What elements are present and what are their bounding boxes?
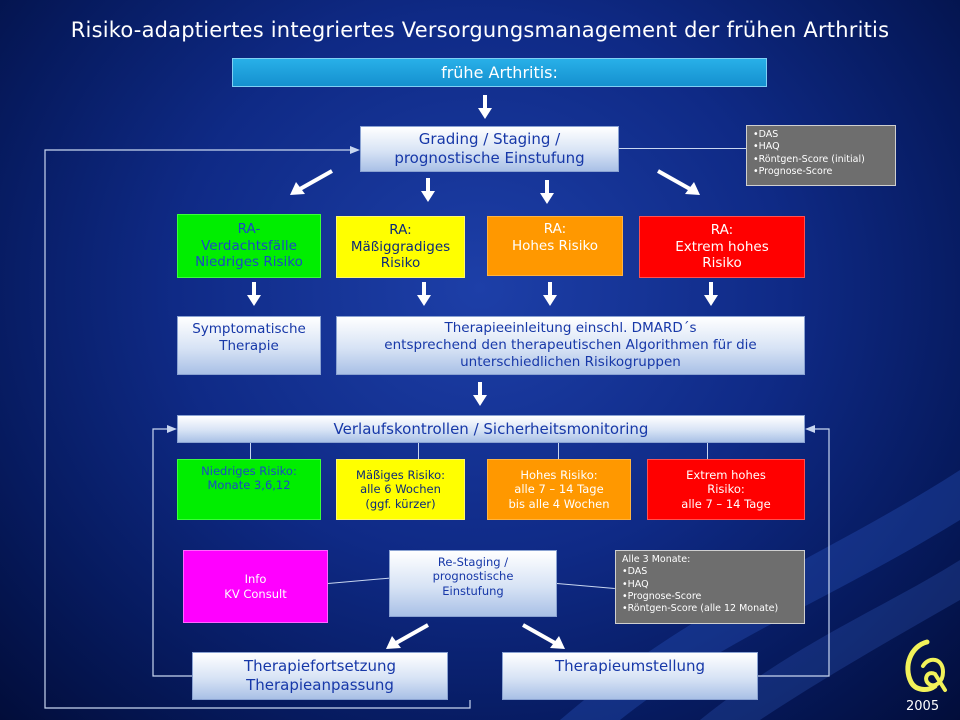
- risk-box-high: RA: Hohes Risiko: [487, 216, 623, 276]
- grading-box: Grading / Staging / prognostische Einstu…: [360, 126, 619, 172]
- risk-extreme-line-1: RA:: [710, 221, 734, 238]
- arrow-low-to-symptomatic: [247, 282, 261, 306]
- interval-moderate-line-2: alle 6 Wochen: [360, 482, 441, 497]
- restaging-line-3: Einstufung: [442, 583, 504, 598]
- risk-low-line-1: RA-: [237, 220, 261, 237]
- restaging-info-xray: •Röntgen-Score (alle 12 Monate): [622, 603, 779, 615]
- arrow-to-monitoring: [473, 382, 487, 406]
- grading-info-haq: •HAQ: [753, 141, 780, 153]
- monitoring-bar: Verlaufskontrollen / Sicherheitsmonitori…: [177, 415, 805, 443]
- grading-line-2: prognostische Einstufung: [394, 149, 585, 167]
- risk-high-line-2: Hohes Risiko: [511, 237, 599, 254]
- therapy-continuation-box: Therapiefortsetzung Therapieanpassung: [192, 652, 448, 700]
- symptomatic-line-2: Therapie: [219, 337, 279, 354]
- interval-high-line-1: Hohes Risiko:: [520, 467, 598, 482]
- cq-logo: [905, 639, 947, 692]
- grading-line-1: Grading / Staging /: [418, 130, 561, 149]
- interval-box-extreme: Extrem hohes Risiko: alle 7 – 14 Tage: [647, 459, 805, 520]
- symptomatic-therapy-box: Symptomatische Therapie: [177, 316, 321, 375]
- interval-moderate-line-3: (ggf. kürzer): [365, 496, 436, 511]
- monitoring-label: Verlaufskontrollen / Sicherheitsmonitori…: [333, 419, 649, 438]
- therapy-initiation-box: Therapieeinleitung einschl. DMARD´s ents…: [336, 316, 805, 375]
- arrow-extreme-to-therapy: [704, 282, 718, 306]
- therapy-init-line-2: entsprechend den therapeutischen Algorit…: [384, 337, 757, 354]
- restaging-line-1: Re-Staging /: [437, 555, 509, 569]
- interval-high-line-3: bis alle 4 Wochen: [508, 496, 610, 511]
- year-label: 2005: [906, 699, 940, 714]
- therapy-change-box: Therapieumstellung: [502, 652, 758, 700]
- interval-extreme-line-3: alle 7 – 14 Tage: [681, 496, 771, 511]
- restaging-info-box: Alle 3 Monate: •DAS •HAQ •Prognose-Score…: [615, 550, 805, 624]
- restaging-box: Re-Staging / prognostische Einstufung: [389, 550, 557, 617]
- risk-box-moderate: RA: Mäßiggradiges Risiko: [336, 216, 465, 278]
- arrow-to-low-risk: [290, 169, 333, 195]
- early-arthritis-label: frühe Arthritis:: [441, 62, 558, 82]
- interval-box-low: Niedriges Risiko: Monate 3,6,12: [177, 459, 321, 520]
- grading-info-connector: [619, 148, 746, 149]
- connector-monitor-high: [558, 443, 559, 459]
- info-line-1: Info: [244, 572, 267, 587]
- interval-low-line-1: Niedriges Risiko:: [201, 464, 297, 478]
- connector-monitor-moderate: [418, 443, 419, 459]
- arrow-to-change: [522, 623, 565, 649]
- symptomatic-line-1: Symptomatische: [192, 321, 306, 337]
- risk-box-low: RA- Verdachtsfälle Niedriges Risiko: [177, 214, 321, 278]
- interval-extreme-line-1: Extrem hohes: [686, 467, 766, 482]
- arrow-to-extreme-risk: [657, 169, 700, 195]
- risk-moderate-line-1: RA:: [389, 221, 412, 238]
- restaging-info-prognosis: •Prognose-Score: [622, 591, 702, 603]
- restaging-info-heading: Alle 3 Monate:: [622, 554, 691, 565]
- grading-info-xray: •Röntgen-Score (initial): [753, 153, 865, 165]
- restaging-info-haq: •HAQ: [622, 578, 649, 590]
- risk-moderate-line-3: Risiko: [380, 255, 421, 272]
- connector-monitor-extreme: [707, 443, 708, 459]
- arrow-moderate-to-therapy: [417, 282, 431, 306]
- arrow-to-moderate-risk: [421, 178, 435, 202]
- interval-extreme-line-2: Risiko:: [707, 482, 745, 497]
- early-arthritis-bar: frühe Arthritis:: [232, 58, 767, 87]
- restaging-line-2: prognostische: [432, 569, 514, 584]
- risk-moderate-line-2: Mäßiggradiges: [350, 238, 451, 255]
- interval-moderate-line-1: Mäßiges Risiko:: [356, 467, 445, 482]
- risk-extreme-line-3: Risiko: [702, 255, 742, 272]
- risk-high-line-1: RA:: [543, 221, 567, 237]
- arrow-to-high-risk: [540, 180, 554, 204]
- continuation-line-2: Therapieanpassung: [246, 676, 394, 694]
- connector-monitor-low: [250, 443, 251, 459]
- continuation-line-1: Therapiefortsetzung: [243, 657, 396, 676]
- interval-low-line-2: Monate 3,6,12: [207, 478, 291, 493]
- grading-info-prognosis: •Prognose-Score: [753, 166, 833, 178]
- arrow-to-continuation: [386, 623, 429, 649]
- info-line-2: KV Consult: [224, 586, 287, 601]
- arrow-high-to-therapy: [543, 282, 557, 306]
- interval-high-line-2: alle 7 – 14 Tage: [514, 482, 604, 497]
- interval-box-high: Hohes Risiko: alle 7 – 14 Tage bis alle …: [487, 459, 631, 520]
- risk-low-line-2: Verdachtsfälle: [201, 237, 297, 254]
- risk-low-line-3: Niedriges Risiko: [195, 254, 303, 271]
- grading-info-box: •DAS •HAQ •Röntgen-Score (initial) •Prog…: [746, 125, 896, 186]
- therapy-init-line-3: unterschiedlichen Risikogruppen: [460, 353, 681, 370]
- arrow-to-grading: [478, 95, 492, 119]
- therapy-init-line-1: Therapieeinleitung einschl. DMARD´s: [444, 320, 697, 337]
- risk-extreme-line-2: Extrem hohes: [675, 238, 769, 255]
- restaging-info-das: •DAS: [622, 566, 648, 578]
- info-kv-consult-box: Info KV Consult: [183, 550, 328, 623]
- interval-box-moderate: Mäßiges Risiko: alle 6 Wochen (ggf. kürz…: [336, 459, 465, 520]
- change-label: Therapieumstellung: [554, 657, 706, 675]
- risk-box-extreme: RA: Extrem hohes Risiko: [639, 216, 805, 278]
- slide-title: Risiko-adaptiertes integriertes Versorgu…: [70, 18, 890, 42]
- grading-info-das: •DAS: [753, 129, 779, 140]
